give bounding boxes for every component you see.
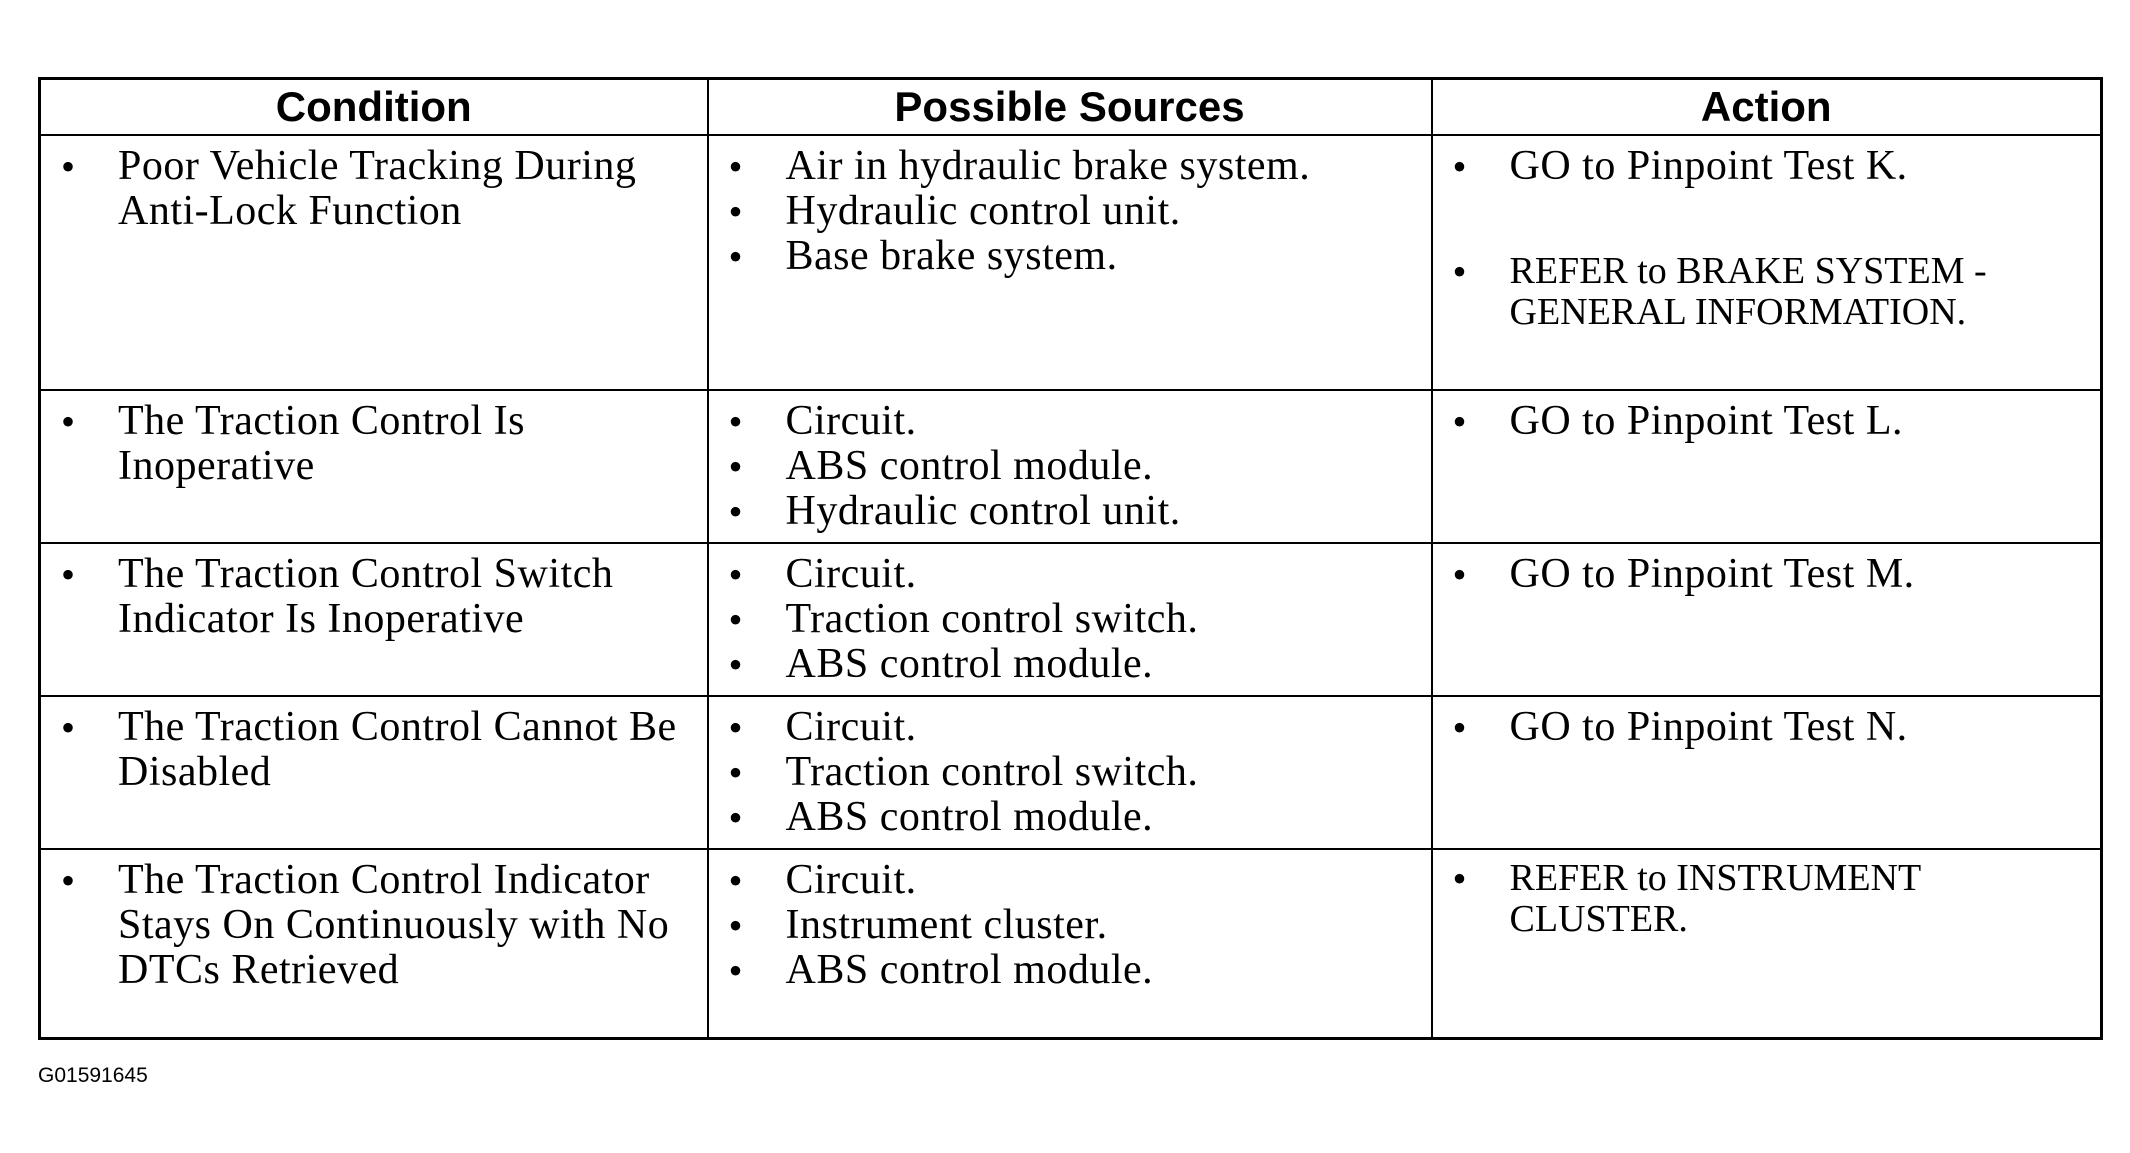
condition-cell: The Traction Control Indicator Stays On … xyxy=(38,847,709,1040)
condition-header: Condition xyxy=(38,77,709,136)
condition-cell: The Traction Control Is Inoperative xyxy=(38,389,709,545)
source-item: ABS control module. xyxy=(721,794,1415,840)
source-item: Circuit. xyxy=(721,704,1415,750)
action-header: Action xyxy=(1430,77,2103,136)
source-item: ABS control module. xyxy=(721,947,1415,993)
sources-cell: Circuit. Instrument cluster. ABS control… xyxy=(706,847,1433,1040)
possible-sources-header: Possible Sources xyxy=(706,77,1433,136)
table-row: The Traction Control Switch Indicator Is… xyxy=(38,542,2103,697)
condition-text: Poor Vehicle Tracking During Anti-Lock F… xyxy=(53,144,691,234)
action-cell: GO to Pinpoint Test M. xyxy=(1430,542,2103,697)
table-row: The Traction Control Indicator Stays On … xyxy=(38,847,2103,1040)
action-item: GO to Pinpoint Test K. xyxy=(1445,144,2085,190)
source-item: Circuit. xyxy=(721,552,1415,598)
source-item: ABS control module. xyxy=(721,642,1415,688)
header-row: Condition Possible Sources Action xyxy=(38,77,2103,136)
action-cell: GO to Pinpoint Test L. xyxy=(1430,389,2103,545)
figure-id: G01591645 xyxy=(38,1064,148,1087)
table-row: The Traction Control Cannot Be Disabled … xyxy=(38,694,2103,850)
condition-text: The Traction Control Indicator Stays On … xyxy=(53,857,691,993)
condition-text: The Traction Control Cannot Be Disabled xyxy=(53,704,691,795)
source-item: Instrument cluster. xyxy=(721,902,1415,948)
sources-cell: Circuit. Traction control switch. ABS co… xyxy=(706,542,1433,697)
source-item: Circuit. xyxy=(721,399,1415,445)
table-row: Poor Vehicle Tracking During Anti-Lock F… xyxy=(38,133,2103,392)
action-item: GO to Pinpoint Test L. xyxy=(1445,399,2085,445)
action-item: GO to Pinpoint Test N. xyxy=(1445,704,2085,750)
source-item: Hydraulic control unit. xyxy=(721,189,1415,235)
action-item: GO to Pinpoint Test M. xyxy=(1445,552,2085,598)
action-cell: GO to Pinpoint Test N. xyxy=(1430,694,2103,850)
diagnosis-table: Condition Possible Sources Action Poor V… xyxy=(38,77,2103,1040)
source-item: Air in hydraulic brake system. xyxy=(721,144,1415,190)
table-row: The Traction Control Is Inoperative Circ… xyxy=(38,389,2103,545)
action-item: REFER to BRAKE SYSTEM - GENERAL INFORMAT… xyxy=(1445,251,2085,333)
condition-cell: Poor Vehicle Tracking During Anti-Lock F… xyxy=(38,133,709,392)
sources-cell: Air in hydraulic brake system. Hydraulic… xyxy=(706,133,1433,392)
source-item: Traction control switch. xyxy=(721,749,1415,795)
source-item: Base brake system. xyxy=(721,234,1415,280)
source-item: ABS control module. xyxy=(721,444,1415,490)
condition-text: The Traction Control Is Inoperative xyxy=(53,399,691,489)
source-item: Hydraulic control unit. xyxy=(721,489,1415,535)
sources-cell: Circuit. ABS control module. Hydraulic c… xyxy=(706,389,1433,545)
condition-cell: The Traction Control Cannot Be Disabled xyxy=(38,694,709,850)
sources-cell: Circuit. Traction control switch. ABS co… xyxy=(706,694,1433,850)
action-cell: GO to Pinpoint Test K. REFER to BRAKE SY… xyxy=(1430,133,2103,392)
source-item: Circuit. xyxy=(721,857,1415,903)
action-item: REFER to INSTRUMENT CLUSTER. xyxy=(1445,857,2085,940)
condition-text: The Traction Control Switch Indicator Is… xyxy=(53,552,691,642)
action-cell: REFER to INSTRUMENT CLUSTER. xyxy=(1430,847,2103,1040)
condition-cell: The Traction Control Switch Indicator Is… xyxy=(38,542,709,697)
source-item: Traction control switch. xyxy=(721,597,1415,643)
